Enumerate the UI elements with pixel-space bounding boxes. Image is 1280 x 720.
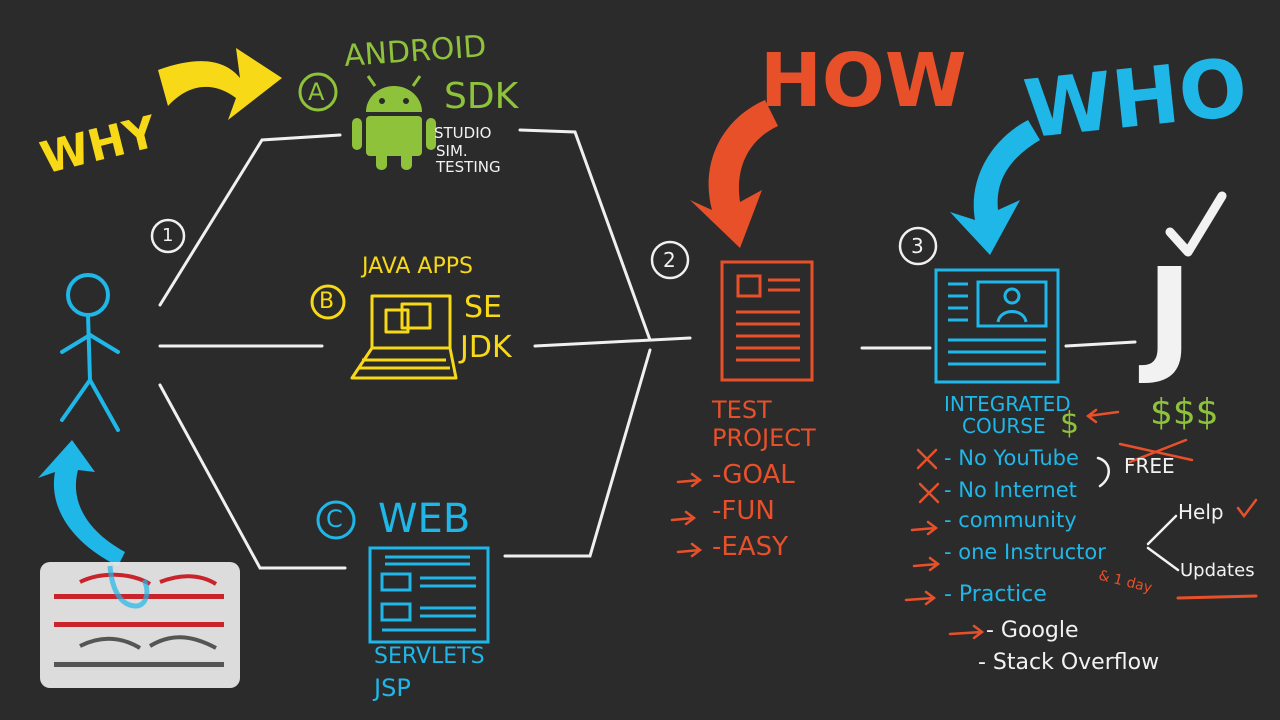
document-icon [720,260,814,382]
dollars-label: $$$ [1150,392,1219,433]
fun-item: -FUN [712,496,775,526]
option-a-circle [298,72,338,112]
connector-lines [158,128,1137,570]
studio-label: STUDIO [434,124,492,142]
se-label: SE [464,290,502,325]
help-check-icon [1236,498,1258,519]
practice-item: - Practice [944,582,1047,607]
resume-icon [934,268,1060,384]
course-dollar: $ [1060,406,1080,441]
stack-overflow-item: - Stack Overflow [978,650,1160,675]
yellow-arrow-icon [158,48,282,120]
jsp-label: JSP [374,674,411,702]
orange-arrow-icon [690,100,778,248]
jdk-label: JDK [460,330,512,365]
step-1-label: 1 [162,225,174,246]
practice-underline [1176,594,1258,600]
easy-item: -EASY [712,532,788,562]
one-instructor-item: - one Instructor [944,540,1106,564]
watermark-glyphs [79,565,218,650]
branch-lines [1096,456,1180,572]
option-b-circle [310,284,346,320]
option-b-letter: B [319,289,335,314]
web-label: WEB [378,496,471,542]
goal-item: -GOAL [712,460,795,490]
step-3-label: 3 [911,234,924,258]
integrated-label: INTEGRATED [944,392,1071,416]
test-label: TEST [712,396,772,424]
watermark-logo [40,562,240,688]
project-label: PROJECT [712,424,816,452]
web-page-icon [368,546,490,644]
servlets-label: SERVLETS [374,644,485,669]
j-letter: J [1146,241,1193,388]
option-c-circle [316,500,356,540]
no-youtube-item: - No YouTube [944,446,1079,470]
laptop-icon [350,294,458,380]
sim-label: SIM. [436,142,468,160]
updates-label: Updates [1180,560,1255,581]
community-item: - community [944,508,1077,532]
java-apps-label: JAVA APPS [362,254,473,279]
how-label: HOW [760,38,967,124]
sdk-label: SDK [444,76,519,117]
google-item: - Google [986,618,1079,643]
free-label: FREE [1124,454,1175,478]
x-marks [916,438,1194,504]
android-robot-icon [352,75,436,170]
option-a-letter: A [308,78,325,106]
testing-label: TESTING [436,158,501,176]
blue-up-arrow-icon [38,440,125,566]
course-label: COURSE [962,414,1046,438]
checkmark-icon [1165,191,1227,257]
help-label: Help [1178,500,1224,524]
step-2-label: 2 [663,248,676,272]
option-c-letter: C [326,505,343,533]
no-internet-item: - No Internet [944,478,1077,502]
stick-figure-icon [60,273,120,432]
bullet-arrows-orange [670,408,1120,640]
blue-arrow-icon [950,120,1040,255]
step-circles [150,218,938,280]
